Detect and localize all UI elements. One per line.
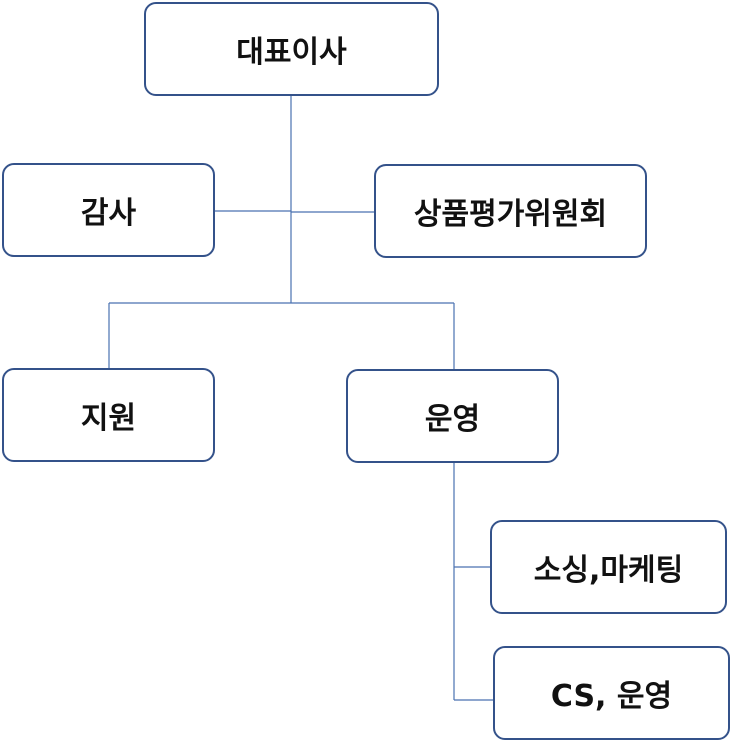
node-audit: 감사 xyxy=(2,163,215,257)
node-ceo: 대표이사 xyxy=(144,2,439,96)
node-audit-label: 감사 xyxy=(80,196,137,231)
node-support: 지원 xyxy=(2,368,215,462)
node-cs-operations-label: CS, 운영 xyxy=(550,679,673,714)
node-sourcing-marketing-label: 소싱,마케팅 xyxy=(533,553,684,588)
node-operations-label: 운영 xyxy=(424,402,481,437)
node-product-review-committee: 상품평가위원회 xyxy=(374,164,647,258)
node-sourcing-marketing: 소싱,마케팅 xyxy=(490,520,727,614)
node-ceo-label: 대표이사 xyxy=(236,35,347,70)
node-support-label: 지원 xyxy=(80,401,137,436)
node-committee-label: 상품평가위원회 xyxy=(413,197,608,232)
node-cs-operations: CS, 운영 xyxy=(493,646,730,740)
node-operations: 운영 xyxy=(346,369,559,463)
